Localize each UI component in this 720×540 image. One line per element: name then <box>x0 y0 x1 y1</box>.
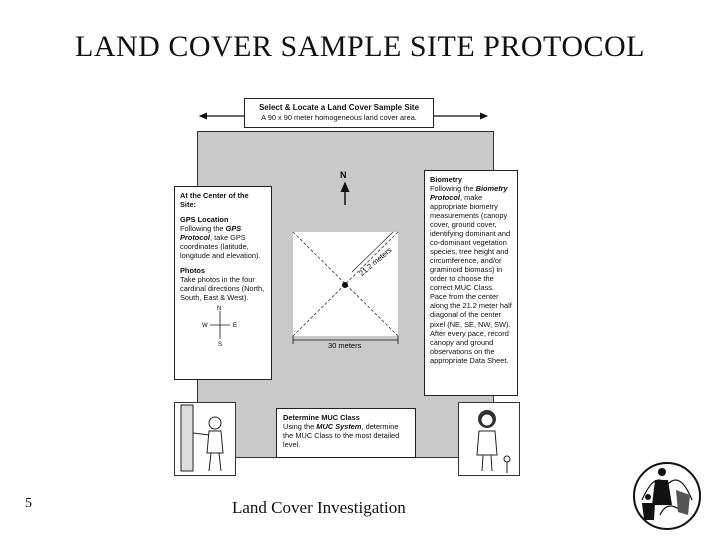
tree-measuring-illustration <box>174 402 236 476</box>
muc-class-box: Determine MUC Class Using the MUC System… <box>276 408 416 458</box>
page-number: 5 <box>25 496 32 511</box>
biometry-line1: Following the <box>430 184 474 194</box>
compass-south: S <box>218 342 222 347</box>
page-title: LAND COVER SAMPLE SITE PROTOCOL <box>75 30 645 63</box>
width-label: 30 meters <box>328 341 362 350</box>
select-site-box: Select & Locate a Land Cover Sample Site… <box>244 98 434 128</box>
center-point <box>342 282 348 288</box>
north-label: N <box>340 170 347 180</box>
center-site-heading: At the Center of the Site: <box>180 191 249 210</box>
photos-heading: Photos <box>180 266 206 276</box>
gps-protocol-name: GPS Protocol <box>180 224 242 243</box>
muc-heading: Determine MUC Class <box>283 413 360 422</box>
gps-text: Following the GPS Protocol, take GPS coo… <box>180 224 266 260</box>
biometry-protocol-name: Biometry Protocol <box>430 184 508 203</box>
compass-icon: N S W E <box>202 306 237 347</box>
muc-text: Using the MUC System, determine the MUC … <box>283 422 409 449</box>
compass-west: W <box>202 323 208 329</box>
footer-title: Land Cover Investigation <box>232 498 406 517</box>
biometry-box: Biometry Following the Biometry Protocol… <box>424 170 518 396</box>
biometry-text: Following the Biometry Protocol, make ap… <box>430 184 512 365</box>
gps-line2: , take GPS coordinates (latitude, longit… <box>180 233 261 261</box>
center-site-box: At the Center of the Site: GPS Location … <box>174 186 272 380</box>
field-observer-illustration <box>458 402 520 476</box>
biometry-heading: Biometry <box>430 175 463 184</box>
gps-line1: Following the <box>180 224 224 234</box>
select-site-heading: Select & Locate a Land Cover Sample Site <box>258 103 420 112</box>
muc-body: , determine the MUC Class to the most de… <box>283 422 400 450</box>
muc-line1: Using the <box>283 422 315 432</box>
muc-system-name: MUC System <box>316 422 362 432</box>
select-site-text: A 90 x 90 meter homogeneous land cover a… <box>261 112 417 122</box>
compass-east: E <box>233 323 237 329</box>
biometry-body: , make appropriate biometry measurements… <box>430 193 512 365</box>
gps-heading: GPS Location <box>180 215 229 225</box>
compass-north: N <box>217 306 221 312</box>
photos-text: Take photos in the four cardinal directi… <box>180 275 265 303</box>
